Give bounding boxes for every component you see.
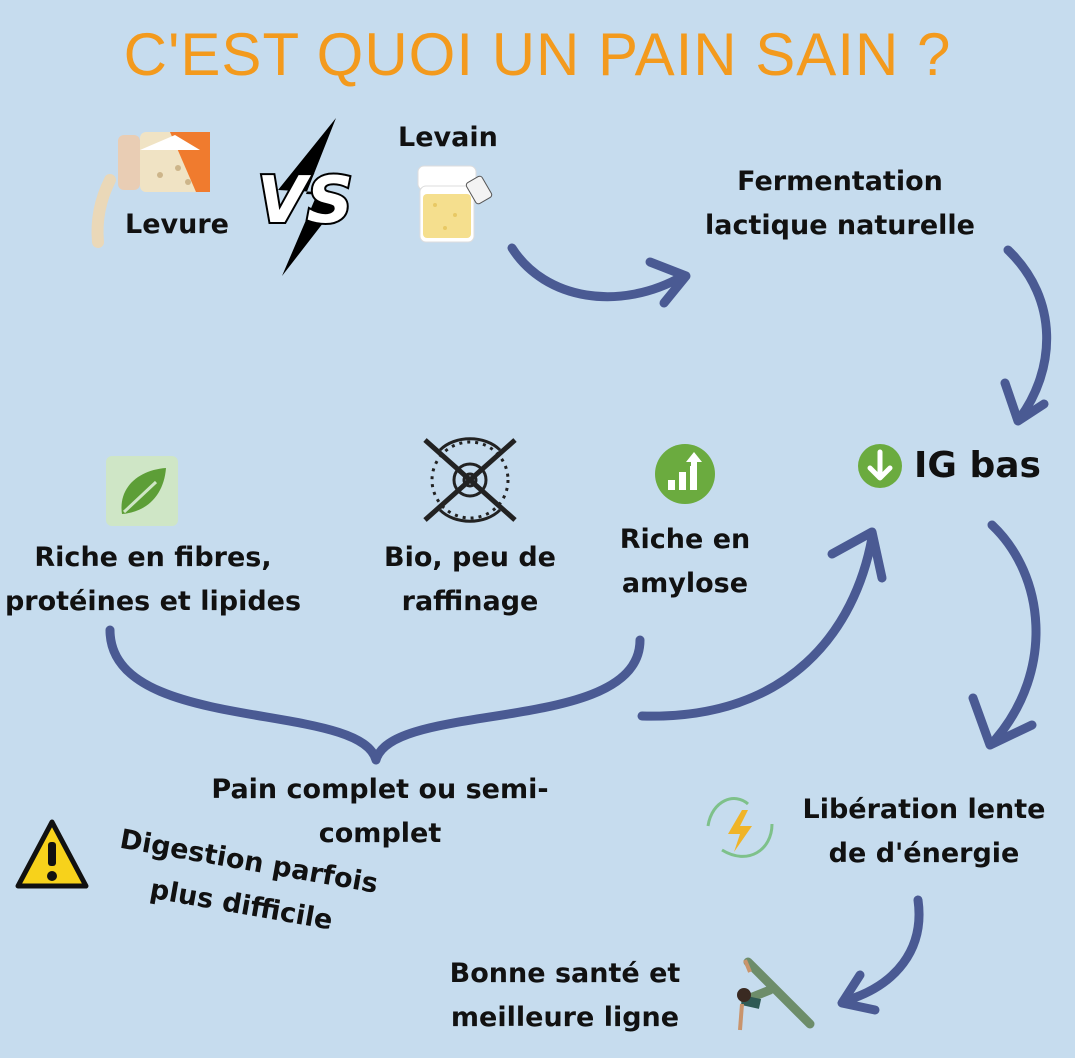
fibres-line1: Riche en fibres, (34, 542, 272, 573)
amylose-line1: Riche en (619, 524, 751, 555)
bio-block: Bio, peu de raffinage (370, 536, 570, 624)
arrow-liberation-to-sante (837, 895, 924, 1015)
lightning-vs-icon: VS (255, 118, 355, 276)
fibres-line2: protéines et lipides (4, 586, 302, 617)
amylose-block: Riche en amylose (600, 518, 770, 606)
brace (105, 625, 645, 765)
leaf-icon (106, 456, 178, 526)
fermentation-line2: lactique naturelle (705, 210, 975, 241)
sante-line2: meilleure ligne (450, 1002, 680, 1033)
growth-chart-icon (655, 444, 715, 504)
fermentation-line1: Fermentation (737, 166, 943, 197)
sante-line1: Bonne santé et (449, 958, 681, 989)
liberation-line2: de d'énergie (828, 838, 1020, 869)
pain-complet-block: Pain complet ou semi- complet (190, 768, 570, 856)
amylose-line2: amylose (621, 568, 749, 599)
ig-bas-label: IG bas (914, 445, 1041, 486)
sourdough-jar-icon (417, 165, 493, 243)
pain-line2: complet (318, 818, 442, 849)
warning-icon (15, 819, 89, 889)
yoga-icon (737, 957, 815, 1031)
yeast-bag-icon (91, 132, 210, 248)
energy-icon (706, 797, 774, 858)
sante-block: Bonne santé et meilleure ligne (435, 952, 695, 1040)
pain-line1: Pain complet ou semi- (211, 774, 549, 805)
fibres-block: Riche en fibres, protéines et lipides (0, 536, 306, 624)
down-arrow-icon (858, 444, 902, 488)
fermentation-block: Fermentation lactique naturelle (690, 160, 990, 248)
levain-label: Levain (398, 122, 498, 153)
liberation-line1: Libération lente (802, 794, 1046, 825)
arrow-pain-to-ig (637, 527, 887, 721)
liberation-block: Libération lente de d'énergie (790, 788, 1058, 876)
levure-label: Levure (125, 209, 229, 240)
arrow-fermentation-to-ig (1000, 245, 1052, 426)
vs-text: VS (257, 164, 353, 238)
arrow-levain-to-fermentation (507, 243, 691, 308)
bio-line2: raffinage (401, 586, 539, 617)
arrow-ig-to-liberation (968, 520, 1041, 750)
bio-line1: Bio, peu de (384, 542, 556, 573)
page-title: C'EST QUOI UN PAIN SAIN ? (123, 21, 952, 88)
refinery-gear-icon (423, 437, 517, 523)
